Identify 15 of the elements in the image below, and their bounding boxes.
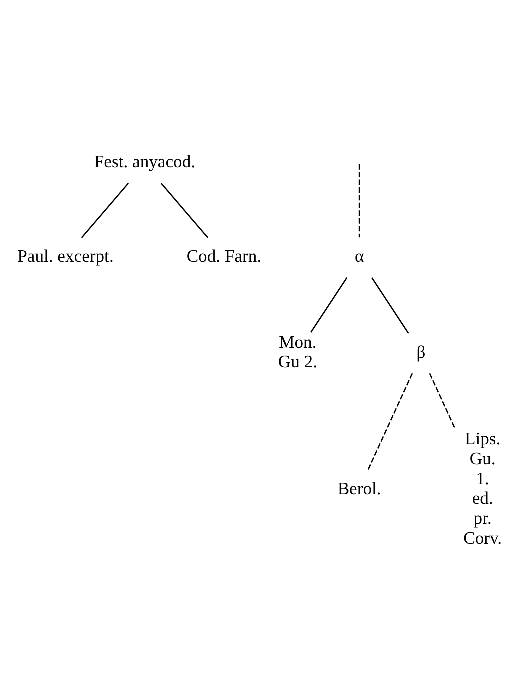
- connector: [310, 278, 348, 333]
- node-text: Paul. excerpt.: [17, 246, 114, 266]
- connector: [370, 278, 409, 334]
- node-text: Lips. Gu. 1. ed. pr. Corv.: [463, 428, 502, 548]
- connector: [358, 164, 360, 238]
- node-text: Cod. Farn.: [186, 246, 262, 266]
- connector: [80, 183, 129, 238]
- node-text: β: [416, 342, 426, 362]
- connector: [367, 373, 413, 470]
- node-text: Berol.: [337, 478, 381, 498]
- connector: [160, 183, 208, 238]
- node-text: Fest. anyacod.: [94, 151, 196, 172]
- connector: [428, 373, 456, 430]
- node-text: α: [354, 246, 364, 266]
- node-text: Mon. Gu 2.: [278, 332, 317, 372]
